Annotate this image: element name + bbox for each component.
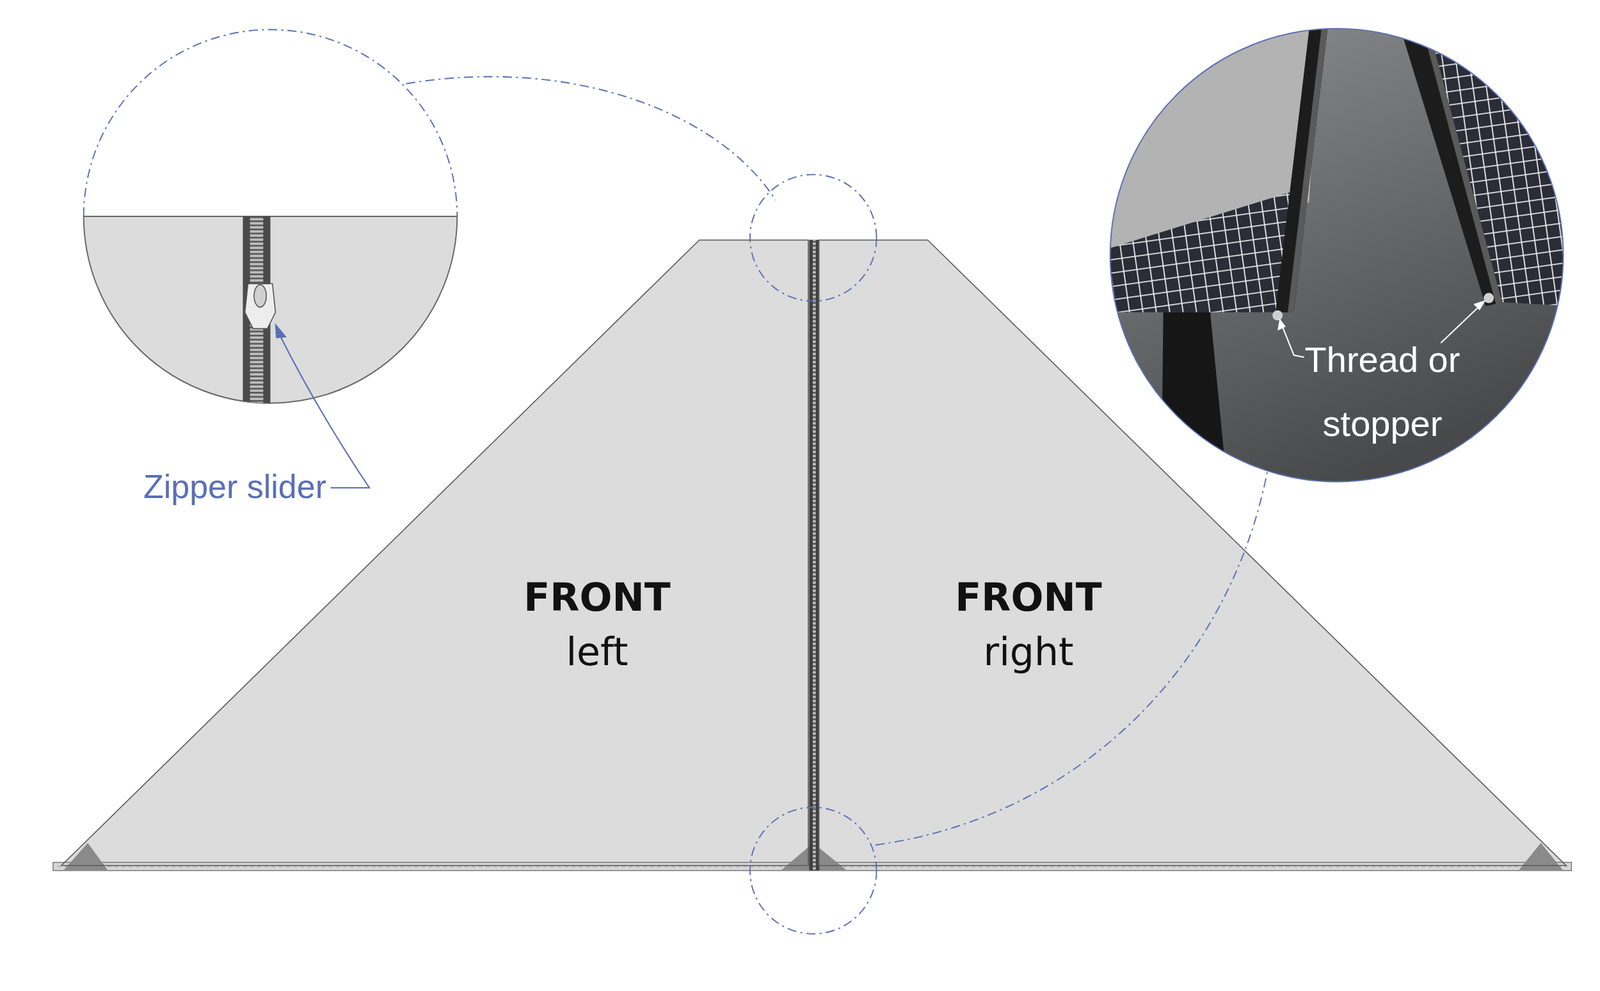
callout-circle [750,174,877,302]
panel-outline [818,240,1567,866]
photo-grid-fabric [1107,190,1298,313]
arrowhead [1277,318,1286,331]
arrowhead [1473,300,1486,311]
photo-thread [1272,310,1283,321]
panel-title: FRONT [523,570,671,625]
callout-label: Zipper slider [143,465,327,507]
photo-zipper-edge [1287,20,1329,313]
callout-leader [875,471,1268,845]
photo-circle [1110,28,1564,482]
photo-floor [1102,20,1572,500]
panel-side: right [954,624,1102,680]
panel-title: FRONT [954,570,1102,625]
detail-circle-top [83,29,458,217]
tent-panel: FRONTright [818,240,1567,866]
photo-strap [1160,312,1229,500]
label-leader [278,332,370,488]
zipper-teeth [812,240,816,871]
panel-side: left [523,624,671,680]
zipper-tape [808,240,820,871]
photo-thread [1483,293,1494,304]
tent-panel: FRONTleft [61,240,809,866]
callout-circle [750,807,877,934]
label-leader [1440,304,1482,344]
label-leader [1281,324,1305,358]
stopper-photo [1102,20,1572,500]
arrowhead [275,324,286,338]
zipper-slider [245,283,276,329]
panel-outline [61,240,809,866]
photo-zipper-edge [1420,20,1503,304]
photo-zipper [1397,20,1503,306]
photo-label: Thread or stopper [1267,327,1498,456]
panel-outline [818,240,1567,866]
photo-zipper [1275,20,1329,313]
panel-outline [61,240,809,866]
zipper-pull [254,284,267,308]
callout-leader [406,76,776,201]
